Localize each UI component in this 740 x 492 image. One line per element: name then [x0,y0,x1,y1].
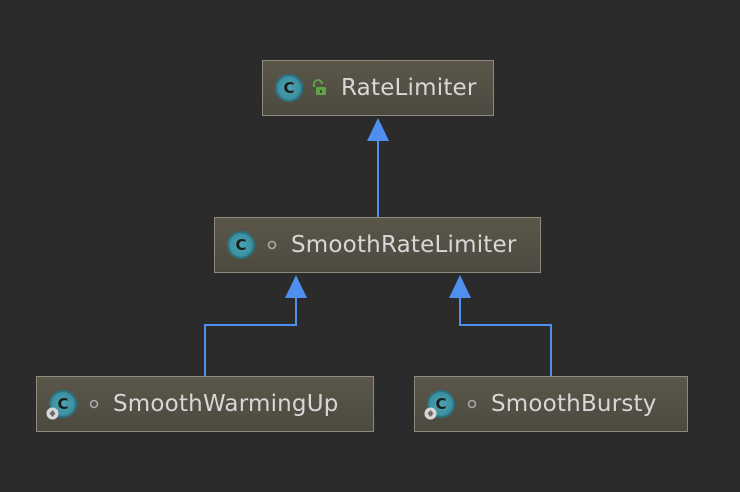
class-icon: C [275,74,303,102]
public-lock-icon [313,79,326,95]
package-dot-icon [467,399,477,409]
class-icon: C [227,231,255,259]
arrowhead-ratelimiter [367,118,389,141]
package-dot-icon [89,399,99,409]
static-badge-icon [424,407,437,420]
arrowhead-smoothratelimiter-right [449,275,471,298]
node-label: SmoothBursty [491,391,657,417]
node-label: RateLimiter [341,75,477,101]
arrowhead-smoothratelimiter-left [285,275,307,298]
node-smoothbursty[interactable]: C SmoothBursty [414,376,688,432]
edge-smoothbursty-to-smoothratelimiter[interactable] [459,298,552,376]
node-label: SmoothWarmingUp [113,391,339,417]
static-class-icon: C [46,390,77,420]
node-smoothwarmingup[interactable]: C SmoothWarmingUp [36,376,374,432]
static-badge-icon [46,407,59,420]
node-label: SmoothRateLimiter [291,232,517,258]
edge-smoothwarmingup-to-smoothratelimiter[interactable] [204,298,297,376]
node-smoothratelimiter[interactable]: C SmoothRateLimiter [214,217,541,273]
static-class-icon: C [424,390,455,420]
package-dot-icon [267,240,277,250]
node-ratelimiter[interactable]: C RateLimiter [262,60,494,116]
